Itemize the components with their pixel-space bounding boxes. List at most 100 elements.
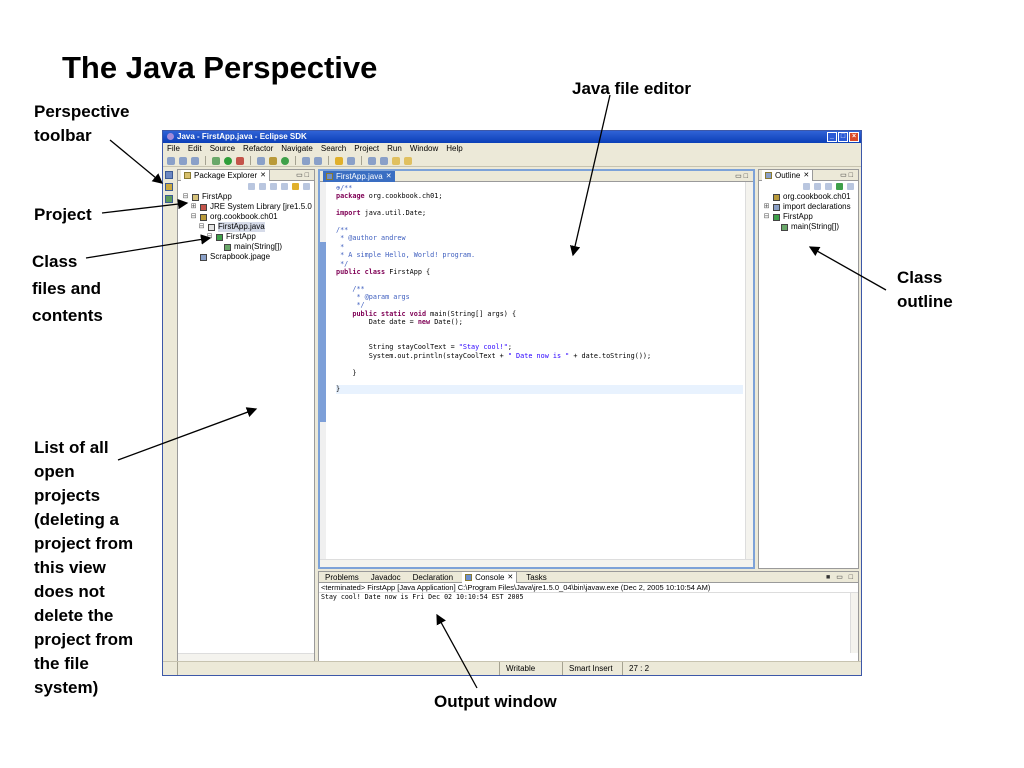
view-menu-icon[interactable] <box>303 183 310 190</box>
prev-annotation-icon[interactable] <box>380 156 388 165</box>
close-icon[interactable]: ✕ <box>507 573 514 581</box>
close-button[interactable]: × <box>849 132 859 142</box>
expand-toggle-icon[interactable]: ⊟ <box>198 223 205 230</box>
new-class-icon[interactable] <box>281 156 289 165</box>
view-controls[interactable]: ▭□ <box>296 172 311 179</box>
tree-item[interactable]: org.cookbook.ch01 <box>763 192 858 202</box>
maximize-button[interactable]: □ <box>838 132 848 142</box>
expand-toggle-icon[interactable]: ⊞ <box>190 203 197 210</box>
close-icon[interactable]: ✕ <box>385 172 392 180</box>
console-output[interactable]: Stay cool! Date now is Fri Dec 02 10:10:… <box>321 593 524 601</box>
expand-toggle-icon[interactable]: ⊟ <box>182 193 189 200</box>
collapse-all-icon[interactable] <box>281 183 288 190</box>
package-explorer-tree: ⊟FirstApp⊞JRE System Library [jre1.5.0⊟o… <box>178 192 314 262</box>
link-editor-icon[interactable] <box>292 183 299 190</box>
close-icon[interactable]: ✕ <box>260 171 267 179</box>
expand-toggle-icon[interactable]: ⊟ <box>206 233 213 240</box>
forward-icon[interactable] <box>259 183 266 190</box>
new-icon[interactable] <box>167 156 175 165</box>
menu-edit[interactable]: Edit <box>187 144 202 153</box>
menu-project[interactable]: Project <box>354 144 380 153</box>
print-icon[interactable] <box>191 156 199 165</box>
tree-item[interactable]: Scrapbook.jpage <box>182 252 314 262</box>
horizontal-scrollbar[interactable] <box>320 559 753 567</box>
hide-nonpublic-icon[interactable] <box>836 183 843 190</box>
expand-toggle-icon[interactable]: ⊟ <box>763 213 770 220</box>
tab-javadoc[interactable]: Javadoc <box>368 572 404 583</box>
tree-node-icon <box>192 193 199 201</box>
tab-problems[interactable]: Problems <box>322 572 362 583</box>
new-java-project-icon[interactable] <box>257 156 265 165</box>
editor-body[interactable]: ⊕/**package org.cookbook.ch01; import ja… <box>320 182 753 567</box>
debug-perspective-icon[interactable] <box>165 195 173 203</box>
tree-item[interactable]: ⊟FirstApp.java <box>182 222 314 232</box>
sort-icon[interactable] <box>803 183 810 190</box>
back-icon[interactable] <box>392 156 400 165</box>
tree-item-label: Scrapbook.jpage <box>210 252 271 261</box>
debug-icon[interactable] <box>212 156 220 165</box>
tree-item[interactable]: ⊟ FirstApp <box>763 212 858 222</box>
view-menu-icon[interactable] <box>847 183 854 190</box>
java-perspective-icon[interactable] <box>165 183 173 191</box>
tab-declaration[interactable]: Declaration <box>410 572 456 583</box>
view-controls[interactable]: ▭□ <box>840 172 855 179</box>
search-icon[interactable] <box>314 156 322 165</box>
code-line: /** <box>336 284 365 293</box>
up-icon[interactable] <box>270 183 277 190</box>
next-annotation-icon[interactable] <box>368 156 376 165</box>
hide-fields-icon[interactable] <box>814 183 821 190</box>
tab-label: Declaration <box>412 572 454 582</box>
open-perspective-icon[interactable] <box>165 171 173 179</box>
code-line <box>336 201 743 209</box>
tab-package-explorer[interactable]: Package Explorer ✕ <box>181 170 271 181</box>
tab-tasks[interactable]: Tasks <box>523 572 549 583</box>
code-line: public class FirstApp { <box>336 267 431 276</box>
tree-item[interactable]: ⊟FirstApp <box>182 192 314 202</box>
vertical-scrollbar[interactable] <box>745 182 753 559</box>
save-icon[interactable] <box>179 156 187 165</box>
open-type-icon[interactable] <box>302 156 310 165</box>
vertical-scrollbar[interactable] <box>850 593 858 653</box>
tab-firstapp-java[interactable]: FirstApp.java ✕ <box>323 171 395 182</box>
menu-refactor[interactable]: Refactor <box>243 144 274 153</box>
menu-navigate[interactable]: Navigate <box>281 144 313 153</box>
tree-item[interactable]: ⊟org.cookbook.ch01 <box>182 212 314 222</box>
toggle-block-icon[interactable] <box>347 156 355 165</box>
menu-file[interactable]: File <box>167 144 180 153</box>
toggle-mark-icon[interactable] <box>335 156 343 165</box>
expand-toggle-icon[interactable]: ⊞ <box>763 203 770 210</box>
tree-item[interactable]: ⊞ import declarations <box>763 202 858 212</box>
expand-toggle-icon[interactable]: ⊟ <box>190 213 197 220</box>
menu-search[interactable]: Search <box>320 144 347 153</box>
tree-item-label: import declarations <box>783 202 851 211</box>
tree-item[interactable]: ⊟FirstApp <box>182 232 314 242</box>
callout-line: open <box>34 462 75 481</box>
hide-static-icon[interactable] <box>825 183 832 190</box>
menu-help[interactable]: Help <box>446 144 463 153</box>
main-toolbar <box>163 155 861 167</box>
console-icon <box>465 573 473 581</box>
code-text[interactable]: ⊕/**package org.cookbook.ch01; import ja… <box>336 184 743 394</box>
forward-icon[interactable] <box>404 156 412 165</box>
tree-item[interactable]: ⊞JRE System Library [jre1.5.0 <box>182 202 314 212</box>
tree-item-label: org.cookbook.ch01 <box>783 192 851 201</box>
run-icon[interactable] <box>224 156 232 165</box>
horizontal-scrollbar[interactable] <box>178 653 314 661</box>
tab-outline[interactable]: Outline ✕ <box>762 170 814 181</box>
new-package-icon[interactable] <box>269 156 277 165</box>
minimize-button[interactable]: _ <box>827 132 837 142</box>
tab-console[interactable]: Console✕ <box>462 572 518 583</box>
external-tools-icon[interactable] <box>236 156 244 165</box>
menu-run[interactable]: Run <box>387 144 402 153</box>
tab-label: Console <box>475 572 505 582</box>
callout-line: Java file editor <box>572 79 692 98</box>
tree-item[interactable]: main(String[]) <box>763 222 858 232</box>
menu-source[interactable]: Source <box>209 144 236 153</box>
tree-item[interactable]: main(String[]) <box>182 242 314 252</box>
console-controls[interactable]: ■ ▭ □ <box>826 574 855 581</box>
view-controls[interactable]: ▭□ <box>735 173 750 180</box>
menu-window[interactable]: Window <box>409 144 439 153</box>
close-icon[interactable]: ✕ <box>803 171 810 179</box>
back-icon[interactable] <box>248 183 255 190</box>
tree-item-label: FirstApp <box>783 212 813 221</box>
